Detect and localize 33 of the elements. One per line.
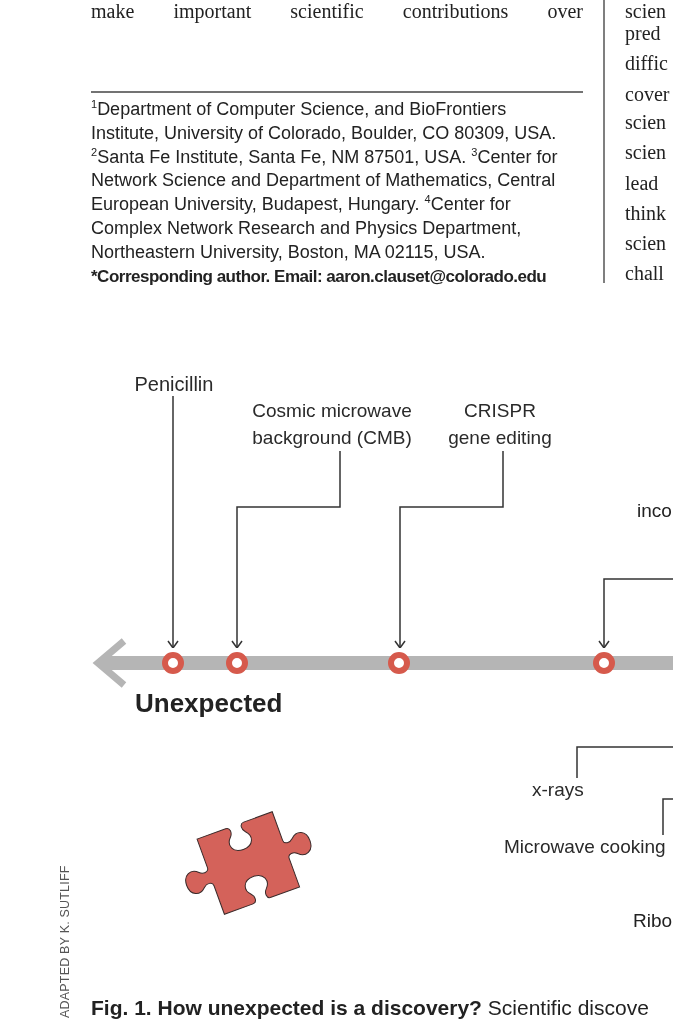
article-text-fragment: think — [625, 202, 667, 224]
article-text-fragment: scien — [625, 0, 667, 22]
footnote-text: $^{1}$Department of Computer Science, and BioFrontiers Institute, University of Colorado, Boulder, CO 80309, USA. $^{2}$Santa Fe Institute, Santa Fe, NM 87501, USA. $^{3}$Center for Network Science and Department of Mathematics, Central European University, Budapest, Hungary. $^{4}$Center for Complex Network Research and Physics Department, Northeastern University, Boston, MA 02115, USA. — [91, 98, 559, 264]
label-fragment: Ribo — [633, 909, 673, 932]
leader-arrow — [167, 395, 179, 649]
ring-marker-icon — [162, 652, 184, 674]
article-text-fragment: diffic — [625, 52, 668, 74]
label-fragment: inco — [637, 499, 672, 522]
ring-marker-icon — [388, 652, 410, 674]
figure-caption: Fig. 1. How unexpected is a discovery? Scientific discove — [91, 997, 649, 1019]
leader-line — [662, 798, 673, 836]
article-text-fragment: chall — [625, 262, 664, 284]
axis-end-label: Unexpected — [135, 688, 283, 718]
discovery-label: Penicillin — [134, 372, 214, 396]
ring-marker-icon — [226, 652, 248, 674]
discovery-label: x-rays — [532, 778, 584, 802]
ring-marker-icon — [593, 652, 615, 674]
article-text-fragment: scien — [625, 141, 667, 163]
article-text-fragment: lead — [625, 172, 659, 194]
image-credit: ADAPTED BY K. SUTLIFF — [58, 865, 73, 1018]
discovery-label: CRISPR gene editing — [444, 397, 556, 451]
leader-arrow — [231, 450, 341, 649]
leader-arrow — [598, 578, 673, 649]
article-text-fragment: scien — [625, 232, 667, 254]
article-text-fragment: cover — [625, 83, 670, 105]
article-text-fragment: pred — [625, 22, 661, 44]
article-text-line: make important scientific contributions over — [91, 0, 583, 22]
article-text-fragment: scien — [625, 111, 667, 133]
discovery-label: Microwave cooking — [504, 835, 666, 859]
discovery-label: Cosmic microwave background (CMB) — [244, 397, 420, 451]
author-note: *Corresponding author. Email: aaron.clauset@colorado.edu — [91, 265, 547, 288]
leader-arrow — [394, 450, 504, 649]
leader-line — [576, 746, 673, 779]
